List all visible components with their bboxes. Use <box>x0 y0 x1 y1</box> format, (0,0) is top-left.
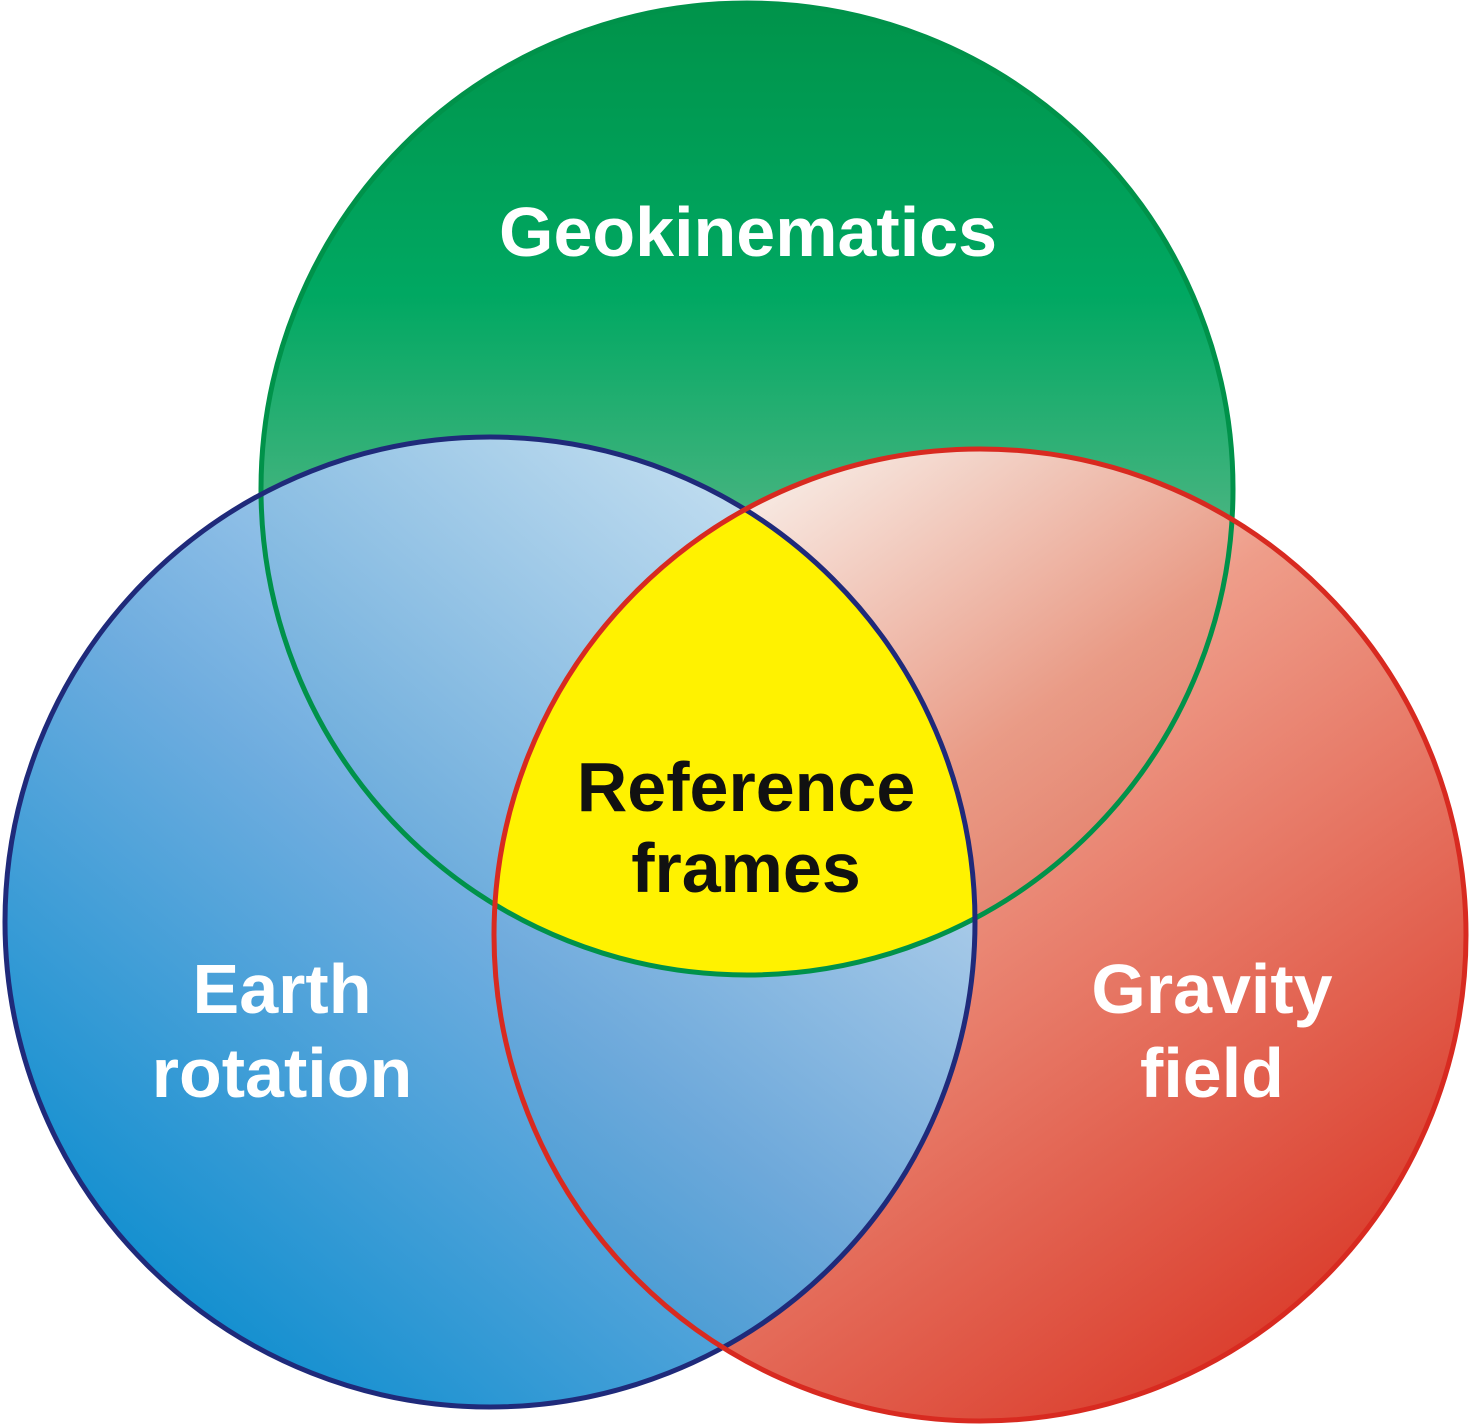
geokinematics-outline <box>258 0 1236 978</box>
reference-frames-label-line2: frames <box>631 829 861 907</box>
geokinematics-label: Geokinematics <box>499 193 997 271</box>
earth-rotation-outline <box>2 434 978 1410</box>
gravity-field-outline <box>491 446 1469 1424</box>
reference-frames-label-line1: Reference <box>577 748 916 826</box>
earth-rotation-label-line2: rotation <box>152 1034 413 1112</box>
earth-rotation-label-line1: Earth <box>193 950 372 1028</box>
gravity-field-label-line1: Gravity <box>1091 950 1332 1028</box>
reference-frames-intersection <box>492 447 977 977</box>
gravity-field-label-line2: field <box>1140 1034 1284 1112</box>
